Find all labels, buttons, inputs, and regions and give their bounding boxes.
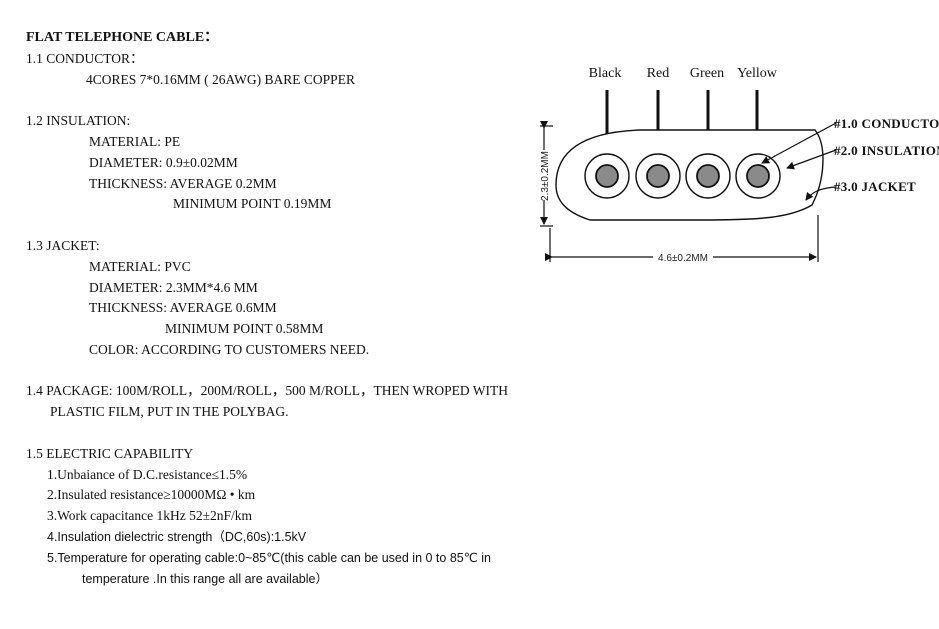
callout-insulation: #2.0 INSULATION [834,143,939,158]
jacket-thickness-average: THICKNESS: AVERAGE 0.6MM [89,300,277,315]
wire-label-red: Red [647,66,670,81]
insulation-diameter: DIAMETER: 0.9±0.02MM [89,155,238,170]
conductor-heading: 1.1 CONDUCTOR： [26,51,144,66]
conductor-black [595,164,619,188]
package-line-1: 1.4 PACKAGE: 100M/ROLL，200M/ROLL，500 M/R… [26,383,509,398]
conductor-red [646,164,670,188]
electric-item-5-line-2: temperature .In this range all are avail… [82,572,328,586]
conductor-value: 4CORES 7*0.16MM ( 26AWG) BARE COPPER [86,72,355,87]
width-dimension [545,215,819,262]
callout-jacket: #3.0 JACKET [834,179,916,194]
jacket-diameter: DIAMETER: 2.3MM*4.6 MM [89,280,258,295]
electric-heading: 1.5 ELECTRIC CAPABILITY [26,446,194,461]
jacket-color: COLOR: ACCORDING TO CUSTOMERS NEED. [89,342,370,357]
electric-item-5-line-1: 5.Temperature for operating cable:0~85℃(… [47,551,491,565]
electric-item-3: 3.Work capacitance 1kHz 52±2nF/km [47,508,253,523]
height-dimension-label: 2.3±0.2MM [540,151,551,201]
wire-label-green: Green [690,66,724,81]
package-line-2: PLASTIC FILM, PUT IN THE POLYBAG. [50,404,289,419]
electric-item-1: 1.Unbaiance of D.C.resistance≤1.5% [47,467,248,482]
jacket-heading: 1.3 JACKET: [26,238,100,253]
insulation-thickness-minimum: MINIMUM POINT 0.19MM [173,196,332,211]
callout-conductor: #1.0 CONDUCTOR [834,116,939,131]
wire-label-black: Black [589,66,622,81]
insulation-thickness-average: THICKNESS: AVERAGE 0.2MM [89,176,277,191]
document-title: FLAT TELEPHONE CABLE： [26,30,219,45]
electric-item-4: 4.Insulation dielectric strength（DC,60s)… [47,530,307,544]
wire-label-yellow: Yellow [737,66,778,81]
height-dimension [540,121,553,227]
insulation-material: MATERIAL: PE [89,134,181,149]
insulation-heading: 1.2 INSULATION: [26,113,131,128]
callout-leaders [761,122,837,201]
jacket-thickness-minimum: MINIMUM POINT 0.58MM [165,321,324,336]
conductor-yellow [746,164,770,188]
electric-item-2: 2.Insulated resistance≥10000MΩ • km [47,487,256,502]
conductor-group [584,153,781,199]
width-dimension-label: 4.6±0.2MM [658,253,708,264]
conductor-green [696,164,720,188]
jacket-material: MATERIAL: PVC [89,259,191,274]
